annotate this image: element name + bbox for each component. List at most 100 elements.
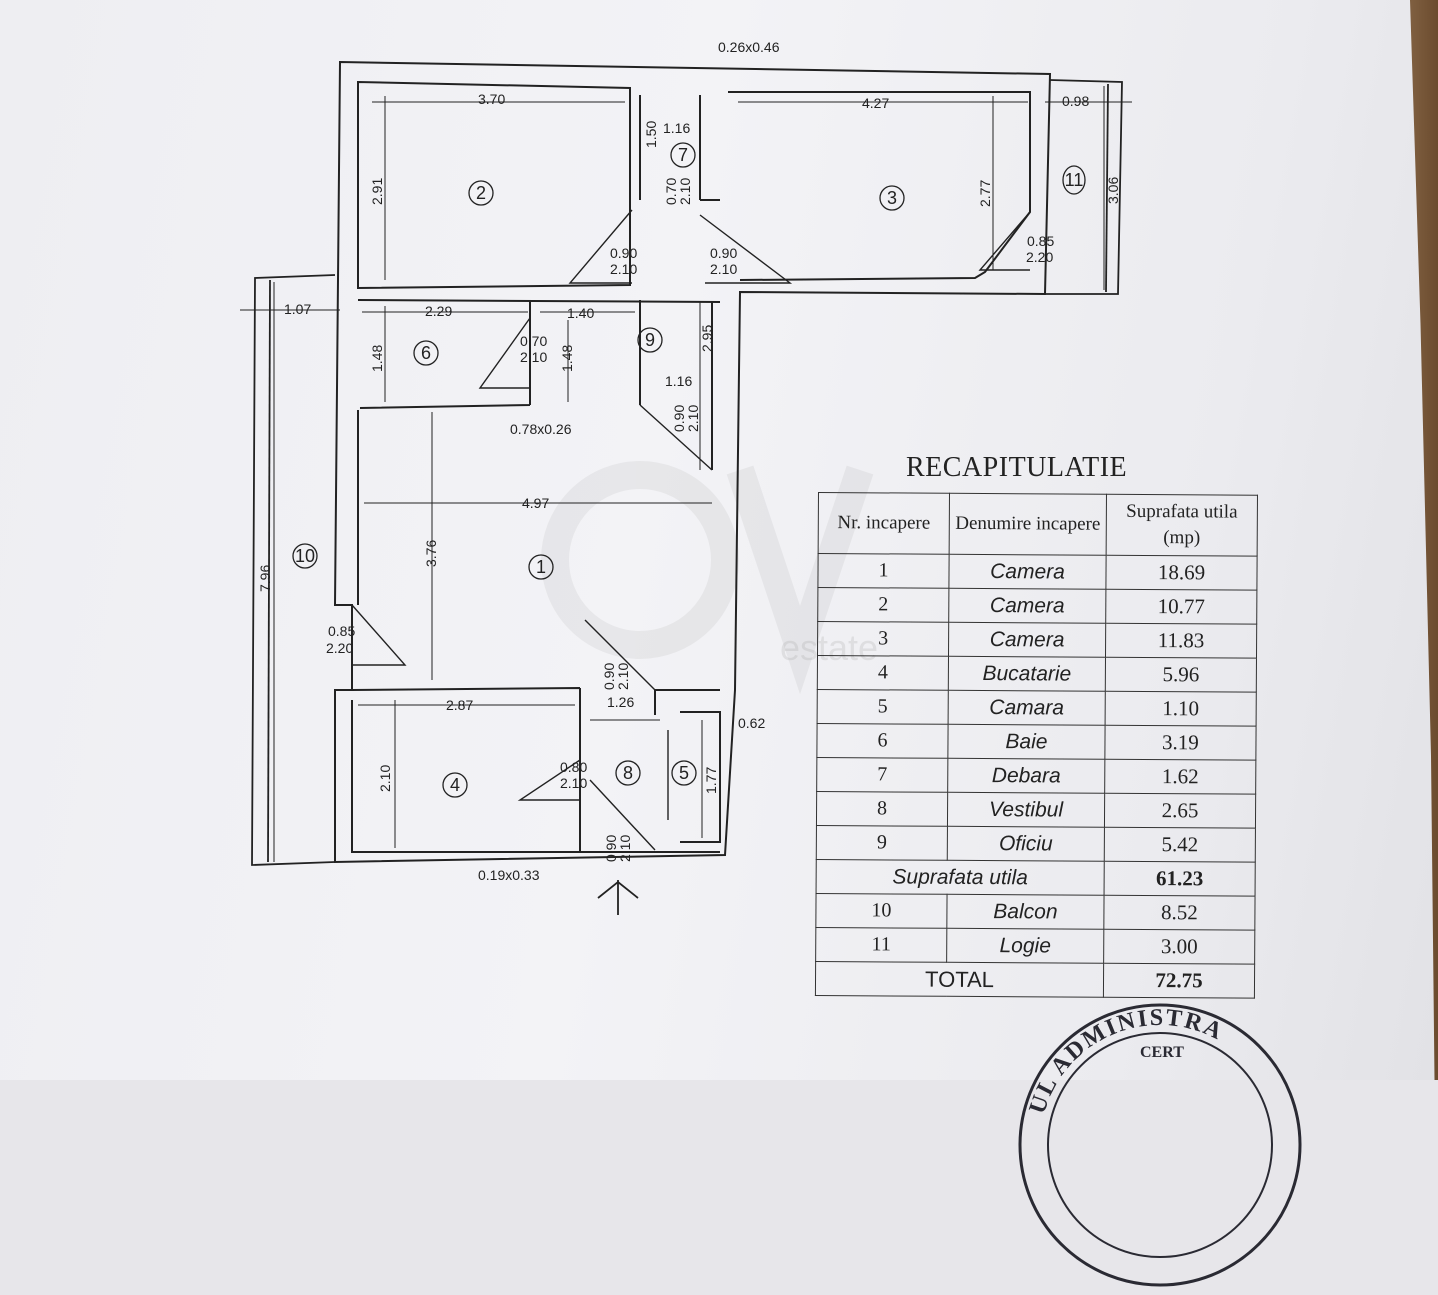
row-area: 3.00 xyxy=(1103,929,1255,965)
dim-label: 0.70 xyxy=(520,333,547,349)
table-row: 2 Camera 10.77 xyxy=(817,587,1257,625)
dim-label: 0.26x0.46 xyxy=(718,39,780,55)
total-row: TOTAL 72.75 xyxy=(815,961,1255,999)
watermark-logo xyxy=(541,461,874,695)
svg-text:UL ADMINISTRA: UL ADMINISTRA xyxy=(1024,1005,1227,1117)
dim-label: 0.90 xyxy=(671,405,687,432)
room-8-marker xyxy=(615,760,641,786)
paper-sheet xyxy=(0,0,1438,1080)
room-label-2: 2 xyxy=(476,183,486,203)
dim-label: 2.10 xyxy=(617,835,633,862)
row-area: 1.10 xyxy=(1105,691,1257,727)
room-label-8: 8 xyxy=(623,763,633,783)
dimension-lines xyxy=(240,86,1132,862)
watermark-text: estate xyxy=(780,627,878,668)
row-area: 3.19 xyxy=(1104,725,1257,761)
table-row: 8 Vestibul 2.65 xyxy=(816,791,1256,829)
entry-arrow xyxy=(597,880,639,915)
dim-label: 0.70 xyxy=(663,178,679,205)
row-name: Debara xyxy=(947,758,1105,794)
room-label-1: 1 xyxy=(536,557,546,577)
dim-label: 1.77 xyxy=(703,767,719,794)
dim-label: 1.48 xyxy=(559,345,575,372)
dim-label: 2.77 xyxy=(977,180,993,207)
dim-label: 2.20 xyxy=(1026,249,1053,265)
table-row: 11 Logie 3.00 xyxy=(815,927,1255,965)
dim-label: 2.87 xyxy=(446,697,473,713)
room-1-marker xyxy=(528,554,554,580)
dim-label: 2.91 xyxy=(369,178,385,205)
dim-label: 3.76 xyxy=(423,540,439,567)
dim-label: 0.90 xyxy=(603,835,619,862)
door-swings xyxy=(351,209,1031,851)
dim-label: 0.90 xyxy=(710,245,737,261)
room-label-6: 6 xyxy=(421,343,431,363)
table-row: 4 Bucatarie 5.96 xyxy=(817,655,1257,693)
dim-label: 3.70 xyxy=(478,91,505,107)
dim-label: 0.62 xyxy=(738,715,765,731)
dim-label: 2.10 xyxy=(710,261,737,277)
dim-label: 2.10 xyxy=(610,261,637,277)
dim-label: 2.95 xyxy=(699,325,715,352)
dim-label: 2.10 xyxy=(685,405,701,432)
room-3-marker xyxy=(879,185,905,211)
dim-label: 2.10 xyxy=(615,663,631,690)
row-area: 2.65 xyxy=(1104,793,1256,829)
dim-label: 4.97 xyxy=(522,495,549,511)
room-9-marker xyxy=(637,327,663,353)
dim-label: 0.98 xyxy=(1062,93,1089,109)
table-row: 3 Camera 11.83 xyxy=(817,621,1257,659)
room-label-10: 10 xyxy=(295,546,315,566)
row-nr: 3 xyxy=(817,621,949,657)
header-name: Denumire incapere xyxy=(949,493,1107,556)
dim-label: 0.78x0.26 xyxy=(510,421,572,437)
table-row: 5 Camara 1.10 xyxy=(817,689,1257,727)
row-nr: 8 xyxy=(816,791,948,827)
row-name: Camera xyxy=(948,588,1106,624)
dim-label: 0.85 xyxy=(328,623,355,639)
room-11-marker xyxy=(1062,165,1086,195)
dim-label: 1.07 xyxy=(284,301,311,317)
dim-label: 0.90 xyxy=(601,663,617,690)
room-label-3: 3 xyxy=(887,188,897,208)
header-area: Suprafata utila (mp) xyxy=(1106,494,1258,557)
dim-label: 0.80 xyxy=(560,759,587,775)
row-area: 10.77 xyxy=(1105,589,1257,625)
recap-table: Nr. incapere Denumire incapere Suprafata… xyxy=(815,492,1258,999)
row-name: Baie xyxy=(947,724,1106,760)
table-row: 10 Balcon 8.52 xyxy=(815,893,1256,931)
dim-label: 1.26 xyxy=(607,694,634,710)
row-nr: 7 xyxy=(816,757,948,793)
row-nr: 10 xyxy=(815,893,948,929)
room-label-5: 5 xyxy=(679,763,689,783)
row-nr: 1 xyxy=(817,553,950,589)
row-nr: 4 xyxy=(817,655,949,691)
room-7-marker xyxy=(670,142,696,168)
row-name: Bucatarie xyxy=(948,656,1106,692)
room-markers xyxy=(292,142,1086,798)
row-area: 5.42 xyxy=(1104,827,1256,863)
room-4-marker xyxy=(442,772,468,798)
room-label-11: 11 xyxy=(1065,170,1084,190)
table-row: 7 Debara 1.62 xyxy=(816,757,1256,795)
loggia-11-outline xyxy=(1046,79,1123,295)
dim-label: 2.29 xyxy=(425,303,452,319)
outer-walls xyxy=(333,60,1052,864)
row-area: 1.62 xyxy=(1104,759,1256,795)
total-value: 72.75 xyxy=(1103,963,1255,999)
row-nr: 6 xyxy=(816,723,949,759)
dim-label: 7.96 xyxy=(257,565,273,592)
dimension-labels: 0.26x0.46 3.70 4.27 0.98 1.16 1.50 2.91 … xyxy=(257,39,1121,883)
room-5-marker xyxy=(671,760,697,786)
dim-label: 1.40 xyxy=(567,305,594,321)
dim-label: 2.10 xyxy=(377,765,393,792)
row-nr: 5 xyxy=(817,689,949,725)
recap-header-row: Nr. incapere Denumire incapere Suprafata… xyxy=(818,492,1258,557)
floor-plan: estate xyxy=(240,39,1132,915)
dim-label: 0.85 xyxy=(1027,233,1054,249)
dim-label: 3.06 xyxy=(1105,177,1121,204)
room-6-marker xyxy=(413,340,439,366)
row-name: Balcon xyxy=(946,894,1105,930)
table-row: 9 Oficiu 5.42 xyxy=(816,825,1256,863)
room-label-7: 7 xyxy=(678,145,688,165)
